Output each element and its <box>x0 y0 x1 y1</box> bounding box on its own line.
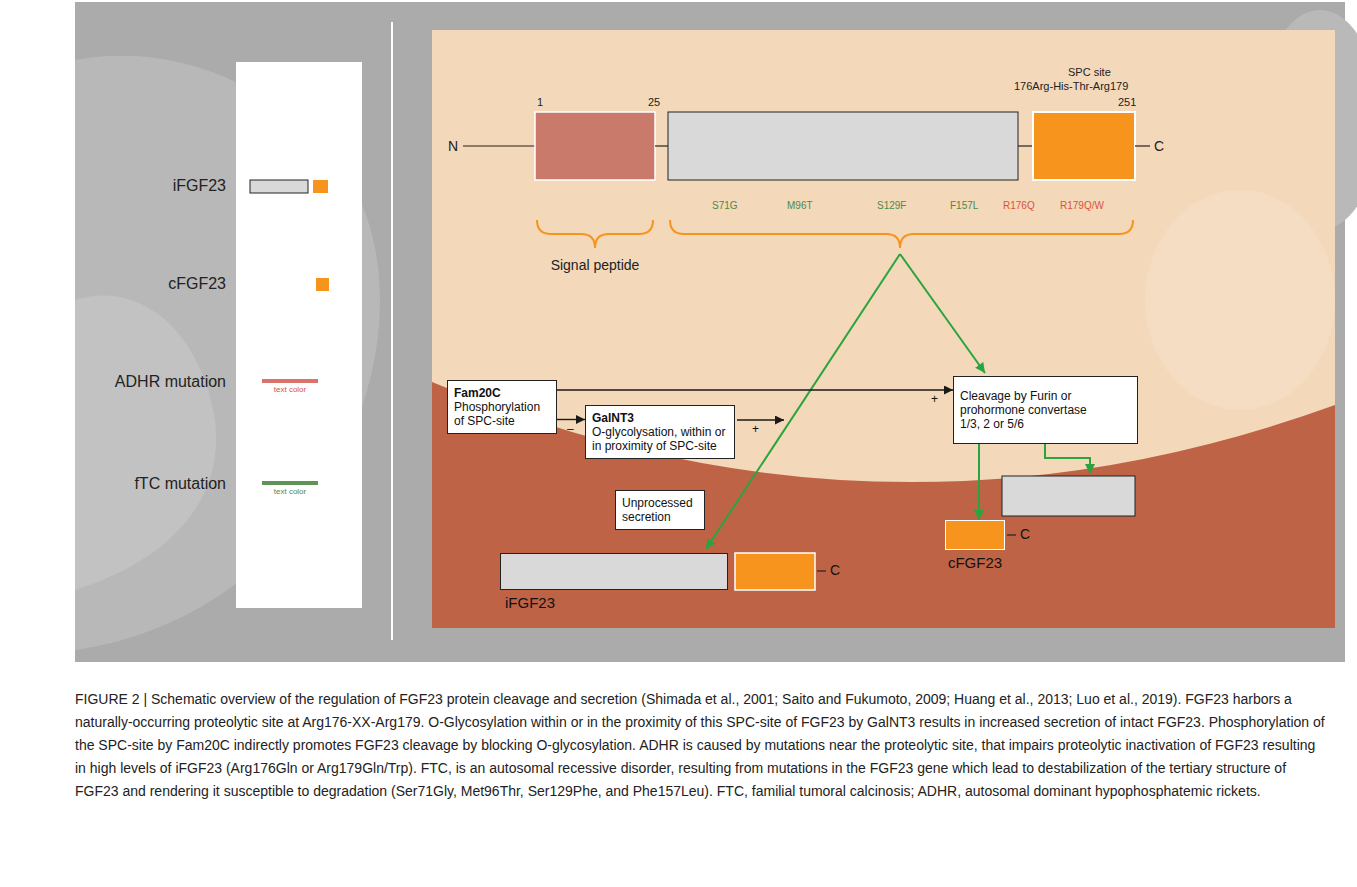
c-terminal-segment <box>735 553 815 590</box>
site-label: SPC site <box>1068 66 1111 79</box>
box-text: O-glycolysation, within or in proximity … <box>592 425 728 453</box>
enzyme-box: GalNT3O-glycolysation, within or in prox… <box>585 405 735 459</box>
figure-caption: FIGURE 2 | Schematic overview of the reg… <box>75 688 1330 803</box>
legend-text: fTC mutation <box>134 475 226 492</box>
legend-entry: iFGF23 <box>173 177 226 195</box>
connector-arrow <box>557 419 585 420</box>
chain-line <box>817 570 826 571</box>
panel-ground <box>432 30 1335 628</box>
signal-peptide-segment <box>535 112 655 180</box>
box-heading: Fam20C <box>454 386 550 400</box>
legend-text: iFGF23 <box>173 177 226 194</box>
fragment-box: cFGF23 <box>945 520 1005 550</box>
mutation-label: F157L <box>950 200 978 212</box>
divider <box>391 22 393 640</box>
box-text: iFGF23 <box>505 594 731 611</box>
residue-number: 251 <box>1118 96 1136 109</box>
intact-sample <box>313 180 328 193</box>
enzyme-box: Fam20CPhosphorylation of SPC-site <box>447 380 557 434</box>
chain-line <box>655 145 668 146</box>
terminus-label: C <box>1020 526 1030 542</box>
box-text: Phosphorylation of SPC-site <box>454 400 550 428</box>
process-box: Cleavage by Furin or prohormone converta… <box>953 376 1138 444</box>
legend-entry: cFGF23 <box>168 275 226 293</box>
box-text: Cleavage by Furin or prohormone converta… <box>960 389 1087 431</box>
mutation-label: S129F <box>877 200 906 212</box>
xray-shade <box>1145 190 1335 410</box>
brace <box>670 220 1133 248</box>
protein-bar: iFGF23 <box>500 553 728 590</box>
residue-number: 1 <box>537 96 543 109</box>
chain-line <box>463 145 535 146</box>
cleavage-arrow <box>900 254 985 373</box>
site-sequence: 176Arg-His-Thr-Arg179 <box>1014 80 1128 93</box>
secretion-arrow <box>706 254 900 549</box>
panel-dark-region <box>432 382 1335 628</box>
xray-shade <box>75 56 380 650</box>
legend-text: ADHR mutation <box>115 373 226 390</box>
key-panel <box>236 62 362 608</box>
fragment-sample <box>316 278 329 291</box>
legend-entry: fTC mutation <box>134 475 226 493</box>
terminus-label: C <box>1154 138 1164 154</box>
box-text: Unprocessed secretion <box>622 496 698 524</box>
region-label: Signal peptide <box>551 257 640 273</box>
n-terminal-segment <box>668 112 1018 180</box>
key-note: text color <box>274 487 306 496</box>
ftc-sample <box>262 481 318 485</box>
box-heading: GalNT3 <box>592 411 728 425</box>
figure-ground <box>75 2 1345 662</box>
intact-sample <box>250 180 308 193</box>
c-terminal-segment <box>1033 112 1135 180</box>
xray-shade <box>75 296 216 590</box>
terminus-label: N <box>448 138 458 154</box>
effect-sign: + <box>931 393 938 407</box>
connector-arrow <box>557 389 953 390</box>
mutation-label: R176Q <box>1003 200 1035 212</box>
mutation-label: R179Q/W <box>1060 200 1104 212</box>
residue-number: 25 <box>648 96 660 109</box>
legend-entry: ADHR mutation <box>115 373 226 391</box>
n-terminal-fragment <box>1002 476 1135 516</box>
chain-line <box>1007 534 1016 535</box>
key-note: text color <box>274 385 306 394</box>
mutation-label: M96T <box>787 200 813 212</box>
adhr-sample <box>262 379 318 383</box>
brace <box>537 220 653 248</box>
chain-line <box>1135 145 1150 146</box>
connector-arrow <box>978 444 980 520</box>
fragment-arrow <box>1045 444 1090 474</box>
promote-arrow <box>737 419 784 420</box>
chain-line <box>1018 145 1033 146</box>
effect-sign: – <box>567 423 574 437</box>
terminus-label: C <box>830 562 840 578</box>
legend-text: cFGF23 <box>168 275 226 292</box>
mutation-label: S71G <box>712 200 738 212</box>
box-text: cFGF23 <box>948 554 1002 582</box>
effect-sign: + <box>752 423 759 437</box>
process-box: Unprocessed secretion <box>615 490 705 530</box>
